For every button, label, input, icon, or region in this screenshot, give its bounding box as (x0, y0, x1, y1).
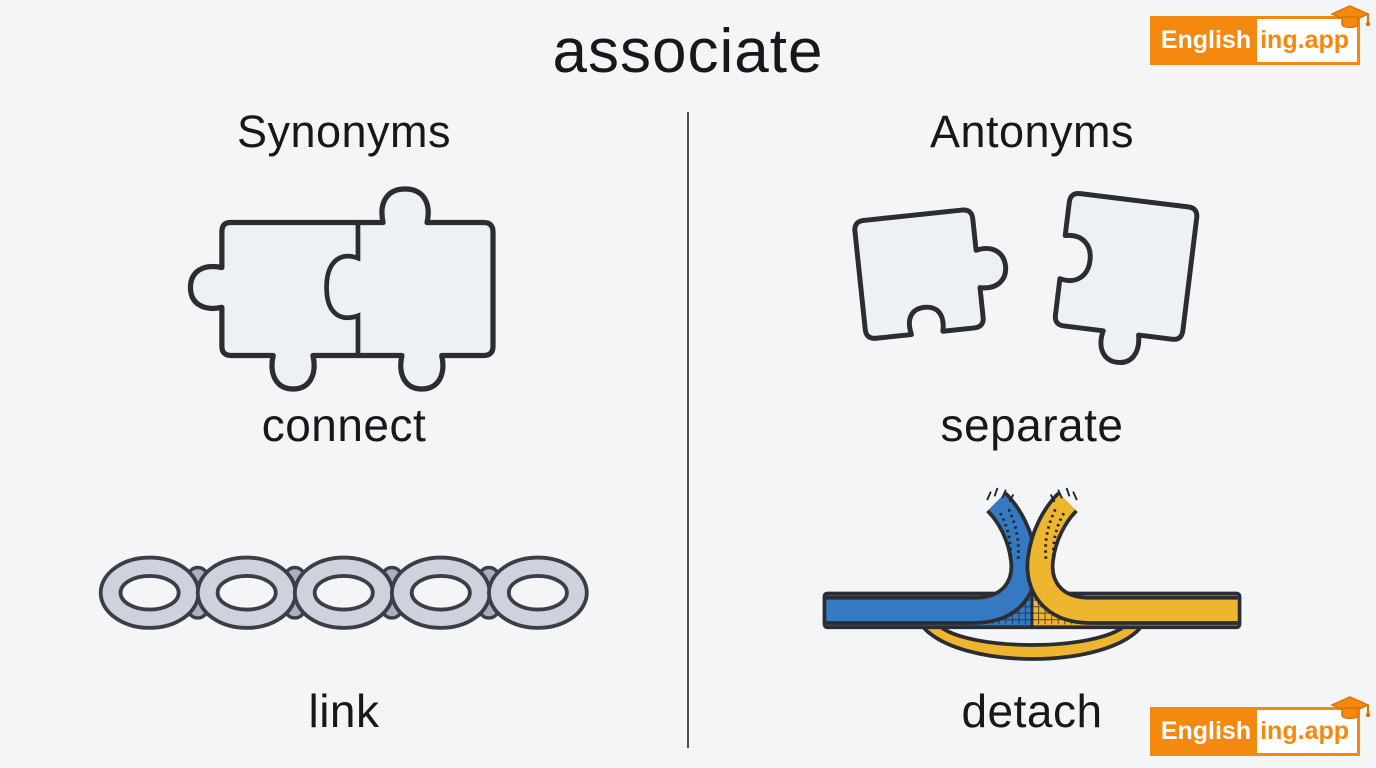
logo-text-primary: English (1152, 19, 1258, 62)
puzzle-connected-icon (180, 168, 515, 414)
velcro-detach-icon (817, 470, 1247, 709)
logo-englishing-top: English ing.app (1149, 5, 1371, 65)
graduation-cap-icon (1329, 3, 1371, 33)
page-title: associate (552, 17, 824, 86)
graduation-cap-icon (1329, 694, 1371, 724)
logo-text-secondary: ing.app (1257, 19, 1357, 62)
logo-text-primary: English (1152, 710, 1258, 753)
synonym-word-connect: connect (261, 399, 427, 451)
puzzle-separated-icon (835, 172, 1230, 414)
logo-text-secondary: ing.app (1257, 710, 1357, 753)
antonyms-heading: Antonyms (929, 106, 1135, 157)
logo-englishing-bottom: English ing.app (1149, 696, 1371, 756)
antonym-word-detach: detach (961, 685, 1103, 737)
synonyms-heading: Synonyms (236, 106, 452, 157)
chain-icon (92, 540, 597, 652)
synonym-word-link: link (308, 685, 380, 737)
column-divider (687, 112, 689, 748)
antonym-word-separate: separate (940, 399, 1124, 451)
